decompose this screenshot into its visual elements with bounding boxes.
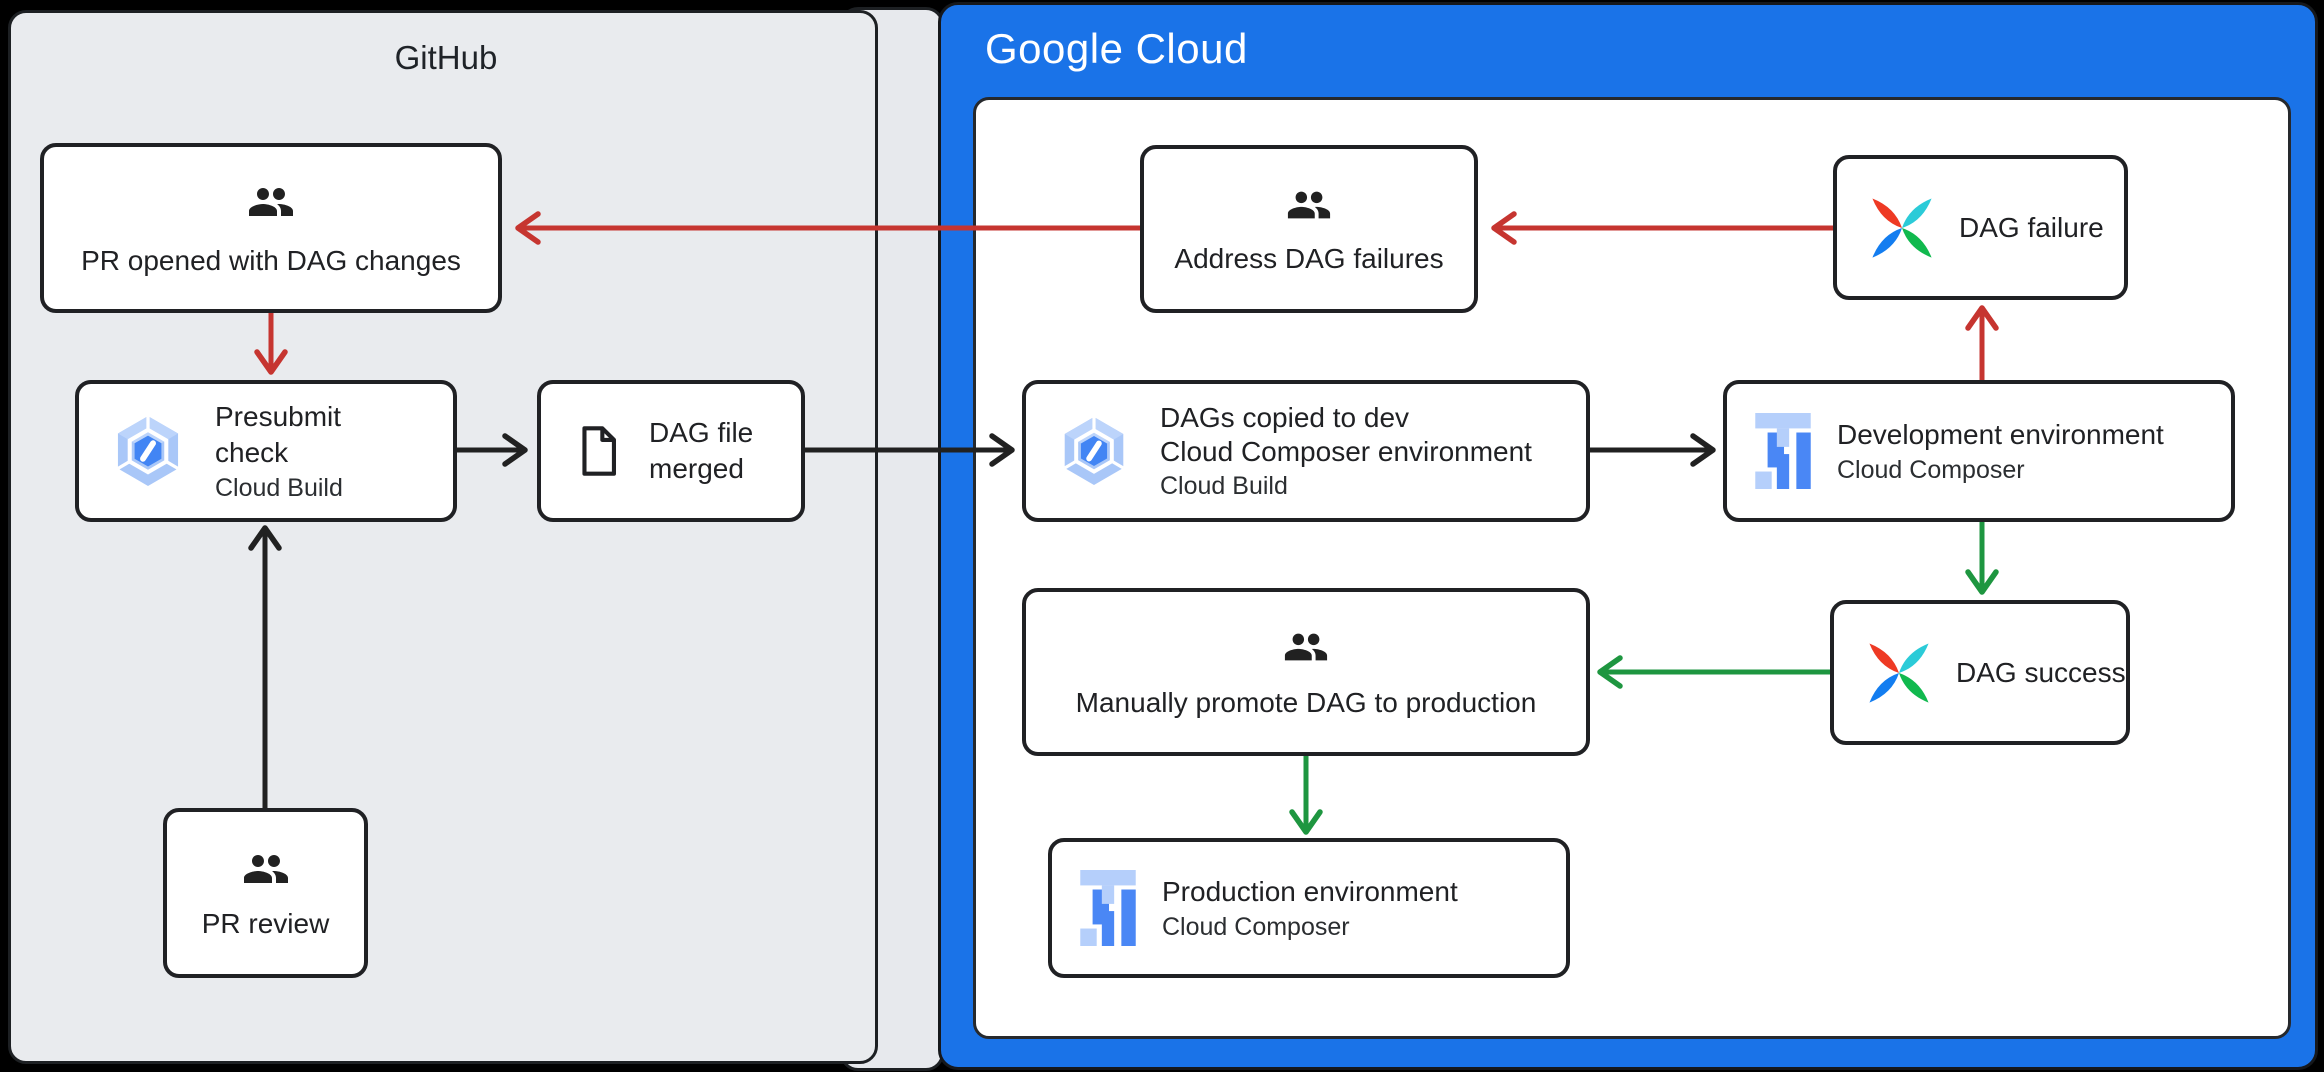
people-icon bbox=[236, 845, 296, 893]
node-pr-review: PR review bbox=[163, 808, 368, 978]
node-label: DAG file merged bbox=[649, 417, 754, 484]
node-development-environment: Development environment Cloud Composer bbox=[1723, 380, 2235, 522]
node-title: Presubmit check bbox=[215, 400, 342, 468]
node-subtitle: Cloud Composer bbox=[1162, 912, 1350, 941]
node-address-dag-failures: Address DAG failures bbox=[1140, 145, 1478, 313]
google-cloud-panel-title: Google Cloud bbox=[985, 25, 1248, 72]
node-label: Address DAG failures bbox=[1174, 243, 1444, 274]
airflow-icon bbox=[1869, 195, 1935, 261]
node-dag-file-merged: DAG file merged bbox=[537, 380, 805, 522]
node-label: DAG success bbox=[1956, 656, 2126, 688]
node-dag-failure: DAG failure bbox=[1833, 155, 2128, 300]
node-dag-success: DAG success bbox=[1830, 600, 2130, 745]
people-icon bbox=[241, 178, 301, 226]
node-pr-opened: PR opened with DAG changes bbox=[40, 143, 502, 313]
node-subtitle: Cloud Build bbox=[1160, 471, 1288, 500]
node-manually-promote: Manually promote DAG to production bbox=[1022, 588, 1590, 756]
cloud-build-icon bbox=[1054, 413, 1134, 489]
github-panel-title: GitHub bbox=[394, 39, 498, 76]
node-dags-copied-to-dev: DAGs copied to dev Cloud Composer enviro… bbox=[1022, 380, 1590, 522]
node-production-environment: Production environment Cloud Composer bbox=[1048, 838, 1570, 978]
cloud-composer-icon bbox=[1080, 870, 1136, 946]
airflow-icon bbox=[1866, 640, 1932, 706]
node-title: Production environment bbox=[1162, 875, 1458, 907]
cloud-build-icon bbox=[107, 412, 189, 490]
node-label: PR review bbox=[201, 908, 330, 939]
file-icon bbox=[569, 422, 627, 480]
node-label: DAG failure bbox=[1959, 211, 2104, 243]
node-presubmit-check: Presubmit check Cloud Build bbox=[75, 380, 457, 522]
node-title-line1: DAGs copied to dev bbox=[1160, 401, 1410, 433]
node-title-line2: Cloud Composer environment bbox=[1160, 435, 1532, 467]
people-icon bbox=[1277, 624, 1335, 670]
people-icon bbox=[1280, 182, 1338, 228]
node-label: Manually promote DAG to production bbox=[1075, 687, 1537, 718]
node-title: Development environment bbox=[1837, 418, 2164, 450]
cloud-composer-icon bbox=[1755, 413, 1811, 489]
node-subtitle: Cloud Composer bbox=[1837, 455, 2025, 484]
node-subtitle: Cloud Build bbox=[215, 473, 343, 502]
node-label: PR opened with DAG changes bbox=[81, 245, 461, 276]
